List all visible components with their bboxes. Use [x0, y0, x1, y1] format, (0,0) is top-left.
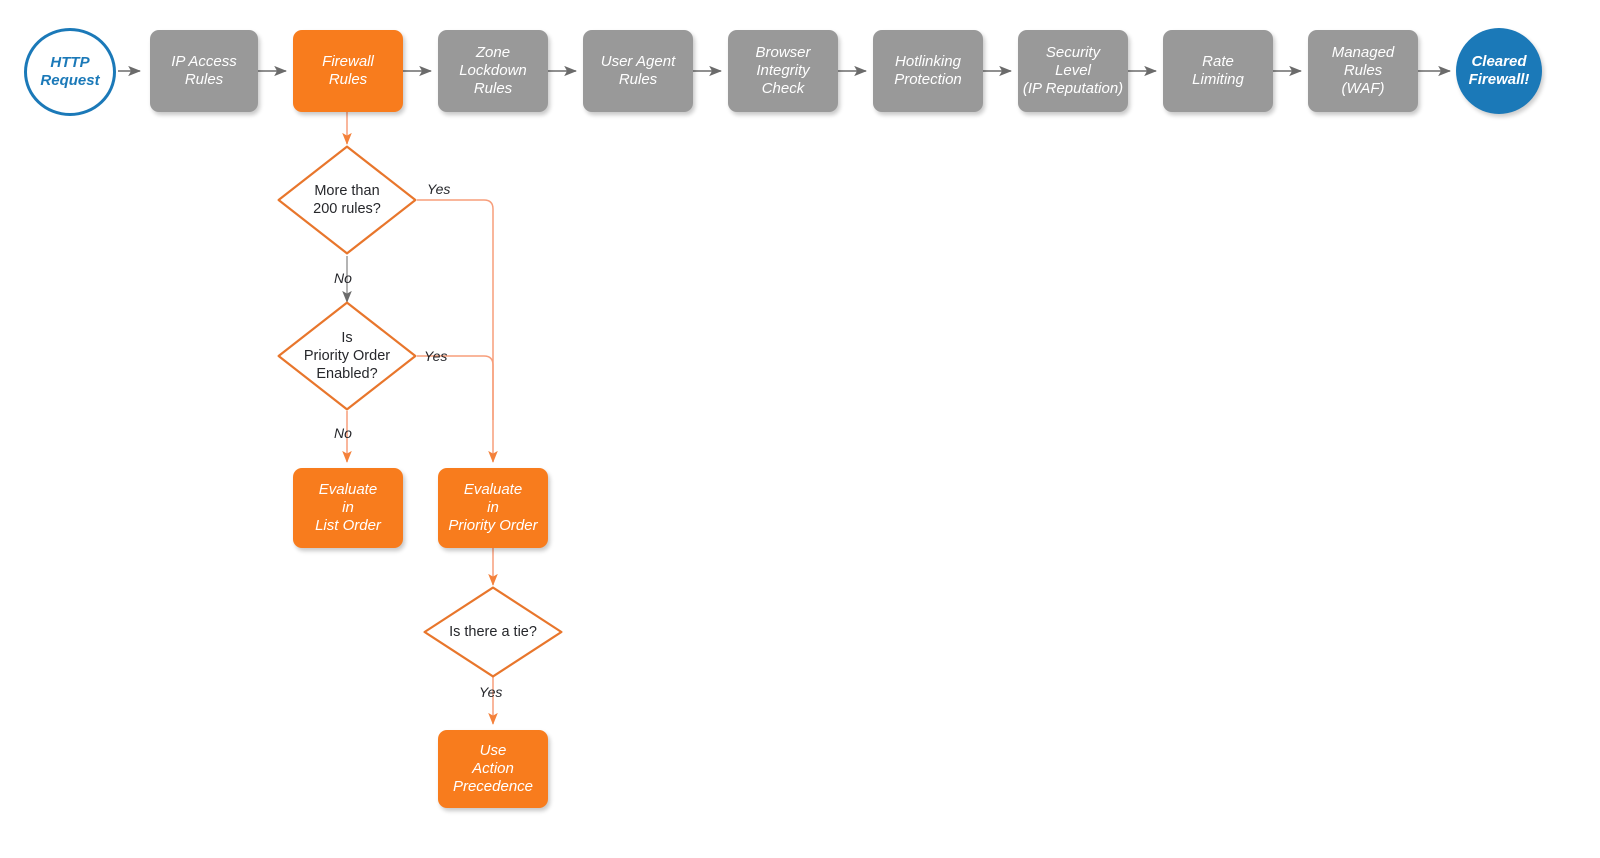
decision-is-priority-order-enabled[interactable]: Is Priority Order Enabled?	[277, 301, 417, 411]
action-precedence-line-2: Action	[472, 759, 514, 777]
list-order-line-2: in	[342, 498, 354, 516]
node-evaluate-in-list-order[interactable]: Evaluate in List Order	[293, 468, 403, 548]
list-order-line-3: List Order	[315, 517, 381, 535]
more-than-200-line-1: More than	[314, 182, 380, 199]
node-user-agent-rules[interactable]: User Agent Rules	[583, 30, 693, 112]
list-order-line-1: Evaluate	[318, 480, 378, 498]
cleared-firewall-line-1: Cleared	[1471, 53, 1527, 70]
cleared-firewall-line-2: Firewall!	[1468, 71, 1530, 88]
decision-more-than-200-rules[interactable]: More than 200 rules?	[277, 145, 417, 255]
firewall-rules-label: Firewall Rules	[322, 53, 374, 90]
user-agent-rules-label: User Agent Rules	[601, 53, 675, 90]
is-priority-order-enabled-label: Is Priority Order Enabled?	[277, 329, 417, 383]
security-level-line-3: (IP Reputation)	[1022, 80, 1124, 98]
node-evaluate-in-priority-order[interactable]: Evaluate in Priority Order	[438, 468, 548, 548]
browser-integrity-check-line-3: Check	[761, 80, 805, 98]
priority-order-line-2: Priority Order	[303, 347, 391, 364]
priority-order-box-line-2: in	[487, 498, 499, 516]
user-agent-rules-line-2: Rules	[618, 71, 658, 88]
firewall-rules-line-2: Rules	[328, 71, 368, 88]
security-level-label: Security Level (IP Reputation)	[1023, 44, 1123, 99]
node-cleared-firewall[interactable]: Cleared Firewall!	[1456, 28, 1542, 114]
security-level-line-2: Level	[1055, 61, 1091, 79]
browser-integrity-check-line-2: Integrity	[756, 61, 810, 79]
action-precedence-line-1: Use	[479, 741, 507, 759]
more-than-200-rules-label: More than 200 rules?	[277, 182, 417, 218]
wire-priority-order-yes	[417, 355, 494, 420]
rate-limiting-line-1: Rate	[1202, 52, 1234, 70]
wire-more-than-200-yes	[417, 199, 498, 463]
zone-lockdown-rules-line-2: Lockdown	[459, 61, 527, 79]
more-than-200-line-2: 200 rules?	[313, 201, 381, 217]
diamond-shape-is-there-a-tie	[423, 586, 563, 678]
node-managed-rules-waf[interactable]: Managed Rules (WAF)	[1308, 30, 1418, 112]
is-there-a-tie-line-1: Is there a tie?	[449, 623, 537, 640]
managed-rules-waf-line-1: Managed	[1331, 43, 1395, 61]
is-there-a-tie-label: Is there a tie?	[423, 623, 563, 641]
decision-is-there-a-tie[interactable]: Is there a tie?	[423, 586, 563, 678]
priority-order-box-line-3: Priority Order	[448, 517, 538, 535]
edge-label-priority-order-yes: Yes	[424, 348, 448, 364]
cleared-firewall-label: Cleared Firewall!	[1469, 53, 1530, 89]
edge-label-more-than-200-yes: Yes	[427, 181, 451, 197]
ip-access-rules-line-2: Rules	[184, 71, 224, 88]
user-agent-rules-line-1: User Agent	[600, 52, 676, 70]
security-level-line-1: Security	[1045, 43, 1101, 61]
node-zone-lockdown-rules[interactable]: Zone Lockdown Rules	[438, 30, 548, 112]
zone-lockdown-rules-label: Zone Lockdown Rules	[459, 44, 527, 99]
node-ip-access-rules[interactable]: IP Access Rules	[150, 30, 258, 112]
node-use-action-precedence[interactable]: Use Action Precedence	[438, 730, 548, 808]
managed-rules-waf-line-2: Rules	[1343, 61, 1383, 79]
node-firewall-rules[interactable]: Firewall Rules	[293, 30, 403, 112]
edge-label-priority-order-no: No	[334, 425, 352, 441]
evaluate-in-priority-order-label: Evaluate in Priority Order	[448, 481, 537, 536]
browser-integrity-check-label: Browser Integrity Check	[755, 44, 810, 99]
firewall-rules-line-1: Firewall	[322, 52, 374, 70]
node-hotlinking-protection[interactable]: Hotlinking Protection	[873, 30, 983, 112]
http-request-line-2: Request	[40, 72, 100, 89]
browser-integrity-check-line-1: Browser	[755, 43, 811, 61]
managed-rules-waf-line-3: (WAF)	[1341, 80, 1385, 98]
rate-limiting-label: Rate Limiting	[1192, 53, 1244, 90]
hotlinking-protection-line-1: Hotlinking	[895, 52, 961, 70]
action-precedence-line-3: Precedence	[452, 778, 534, 796]
use-action-precedence-label: Use Action Precedence	[453, 742, 533, 797]
http-request-line-1: HTTP	[50, 54, 90, 71]
ip-access-rules-label: IP Access Rules	[171, 53, 237, 90]
zone-lockdown-rules-line-1: Zone	[475, 43, 511, 61]
node-browser-integrity-check[interactable]: Browser Integrity Check	[728, 30, 838, 112]
diamond-shape-priority-order	[277, 301, 417, 411]
managed-rules-waf-label: Managed Rules (WAF)	[1332, 44, 1395, 99]
node-rate-limiting[interactable]: Rate Limiting	[1163, 30, 1273, 112]
edge-label-tie-yes: Yes	[479, 684, 503, 700]
node-security-level[interactable]: Security Level (IP Reputation)	[1018, 30, 1128, 112]
hotlinking-protection-label: Hotlinking Protection	[894, 53, 962, 90]
zone-lockdown-rules-line-3: Rules	[473, 80, 513, 98]
node-http-request[interactable]: HTTP Request	[24, 28, 116, 116]
hotlinking-protection-line-2: Protection	[894, 71, 962, 88]
http-request-label: HTTP Request	[40, 54, 99, 90]
ip-access-rules-line-1: IP Access	[171, 52, 237, 70]
priority-order-line-1: Is	[341, 329, 353, 346]
evaluate-in-list-order-label: Evaluate in List Order	[315, 481, 381, 536]
priority-order-box-line-1: Evaluate	[463, 480, 523, 498]
rate-limiting-line-2: Limiting	[1192, 71, 1244, 88]
edge-label-more-than-200-no: No	[334, 270, 352, 286]
diamond-shape-more-than-200	[277, 145, 417, 255]
priority-order-line-3: Enabled?	[316, 366, 378, 383]
